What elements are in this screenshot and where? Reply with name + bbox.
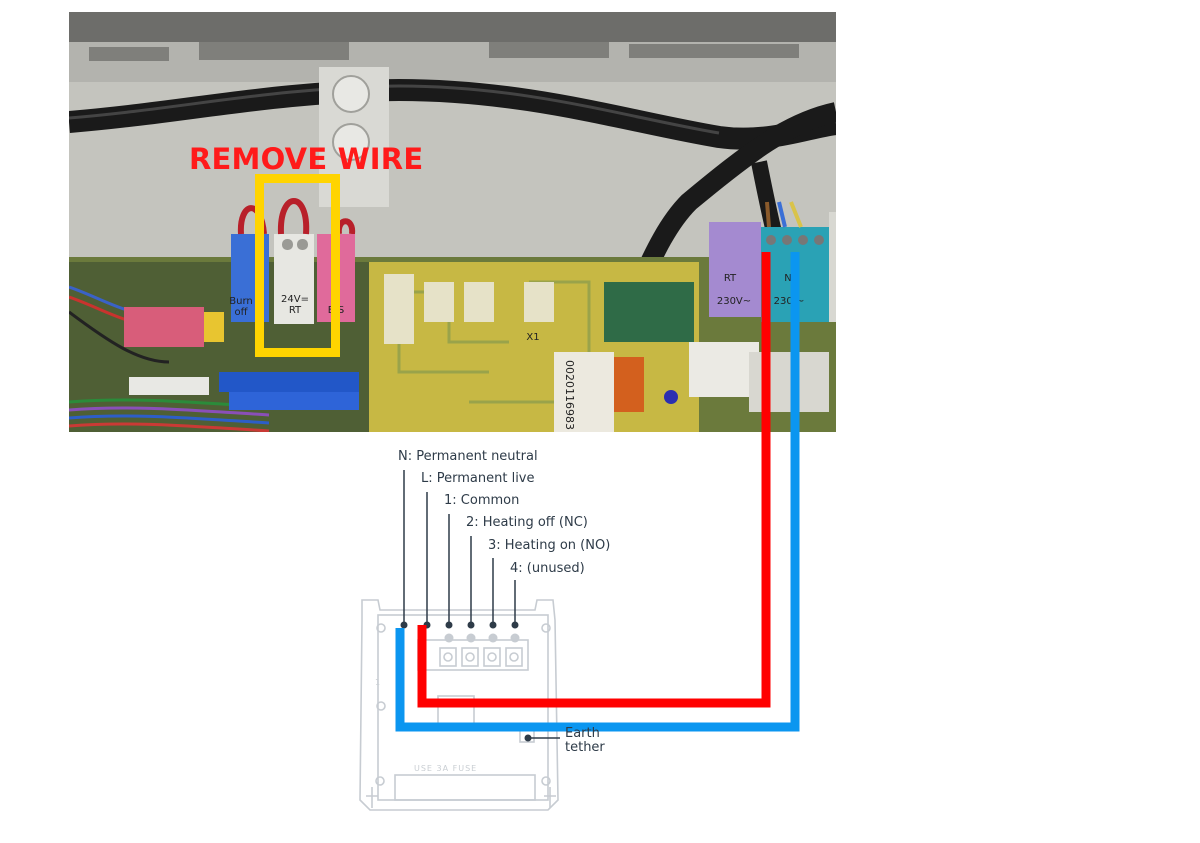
label-n-permanent-neutral: N: Permanent neutral xyxy=(398,449,538,464)
plate-terminal-num-2: 2 xyxy=(468,634,472,641)
label-1-common: 1: Common xyxy=(444,493,520,508)
neutral-wire xyxy=(395,252,800,732)
mains-230v-right-label: 230 ~ xyxy=(773,296,805,307)
mains-rt-label: RT xyxy=(723,273,737,284)
live-wire xyxy=(417,252,771,708)
remove-wire-highlight-box xyxy=(255,174,340,357)
plate-terminal-num-1: 1 xyxy=(446,634,450,641)
mains-n-label: N xyxy=(784,273,792,284)
plate-fuse-text: USE 3A FUSE xyxy=(414,764,478,773)
plate-terminal-num-4: 4 xyxy=(512,634,516,641)
label-4-unused: 4: (unused) xyxy=(510,561,585,576)
rt-terminal-label: 24V=RT xyxy=(281,294,309,316)
label-2-heating-off: 2: Heating off (NC) xyxy=(466,515,588,530)
x1-label: X1 xyxy=(526,332,540,343)
label-l-permanent-live: L: Permanent live xyxy=(421,471,535,486)
remove-wire-title: REMOVE WIRE xyxy=(189,142,424,176)
boiler-pcb-photo xyxy=(69,12,836,432)
label-3-heating-on: 3: Heating on (NO) xyxy=(488,538,611,553)
plate-number-1: 1 xyxy=(375,678,382,687)
mains-230v-left-label: 230V~ xyxy=(716,296,752,307)
plate-terminal-num-3: 3 xyxy=(490,634,494,641)
part-code-label: 0020116983 xyxy=(563,360,576,430)
